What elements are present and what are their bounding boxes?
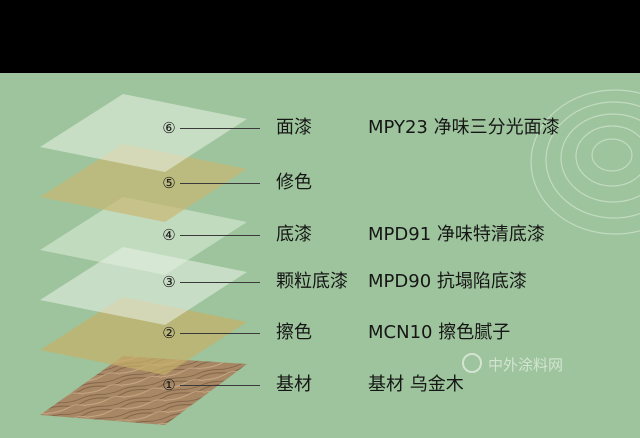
layer-product: MPD91 净味特清底漆 xyxy=(368,224,545,245)
watermark-logo-icon xyxy=(462,353,482,373)
watermark-text: 中外涂料网 xyxy=(488,356,564,374)
layer-product: 基材 乌金木 xyxy=(368,374,464,395)
layer-name: 擦色 xyxy=(276,322,312,343)
top-black-bar xyxy=(0,0,640,73)
leader-line xyxy=(180,128,260,129)
layer-name: 面漆 xyxy=(276,117,312,138)
layer-product: MPD90 抗塌陷底漆 xyxy=(368,271,527,292)
layer-product: MCN10 擦色腻子 xyxy=(368,322,511,343)
layer-name: 修色 xyxy=(276,172,312,193)
layer-number: ⑤ xyxy=(162,174,176,192)
layer-row-3: ③ 颗粒底漆 MPD90 抗塌陷底漆 xyxy=(0,267,640,297)
layer-plate-5 xyxy=(40,144,247,222)
layer-number: ② xyxy=(162,324,176,342)
layer-row-4: ④ 底漆 MPD91 净味特清底漆 xyxy=(0,220,640,250)
leader-line xyxy=(180,282,260,283)
layer-plate-4 xyxy=(40,197,247,275)
leader-line xyxy=(180,333,260,334)
layer-plate-2 xyxy=(40,297,247,375)
layer-name: 颗粒底漆 xyxy=(276,271,348,292)
layer-number: ③ xyxy=(162,273,176,291)
layer-plate-3 xyxy=(40,247,247,325)
layer-plate-6 xyxy=(40,94,247,172)
watermark: 中外涂料网 xyxy=(462,352,563,378)
layer-number: ⑥ xyxy=(162,119,176,137)
layer-name: 底漆 xyxy=(276,224,312,245)
layer-name: 基材 xyxy=(276,374,312,395)
leader-line xyxy=(180,235,260,236)
layer-row-1: ① 基材 基材 乌金木 xyxy=(0,370,640,400)
layer-product: MPY23 净味三分光面漆 xyxy=(368,117,560,138)
leader-line xyxy=(180,183,260,184)
layer-row-5: ⑤ 修色 xyxy=(0,168,640,198)
layer-number: ④ xyxy=(162,226,176,244)
layer-number: ① xyxy=(162,376,176,394)
layer-plate-1 xyxy=(40,356,247,425)
leader-line xyxy=(180,385,260,386)
tree-ring-decoration xyxy=(530,89,640,235)
layer-row-2: ② 擦色 MCN10 擦色腻子 xyxy=(0,318,640,348)
layer-row-6: ⑥ 面漆 MPY23 净味三分光面漆 xyxy=(0,113,640,143)
